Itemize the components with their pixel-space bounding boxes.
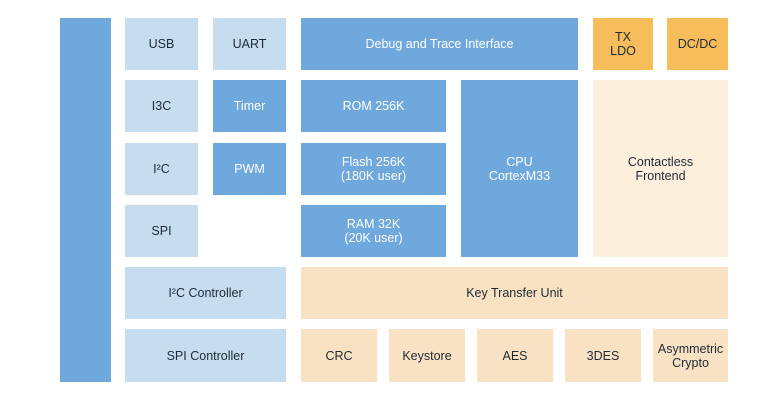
- pwm-block: PWM: [213, 143, 286, 195]
- aes-block: AES: [477, 329, 553, 382]
- tx-ldo-block: TX LDO: [593, 18, 653, 70]
- i3c-block: I3C: [125, 80, 198, 132]
- cpu-block: CPU CortexM33: [461, 80, 578, 257]
- uart-block: UART: [213, 18, 286, 70]
- timer-block: Timer: [213, 80, 286, 132]
- usb-block: USB: [125, 18, 198, 70]
- i2c-block: I²C: [125, 143, 198, 195]
- system-bus-bar: [60, 18, 111, 382]
- keystore-block: Keystore: [389, 329, 465, 382]
- dcdc-block: DC/DC: [667, 18, 728, 70]
- asymmetric-crypto-block: Asymmetric Crypto: [653, 329, 728, 382]
- spi-controller-block: SPI Controller: [125, 329, 286, 382]
- rom-block: ROM 256K: [301, 80, 446, 132]
- crc-block: CRC: [301, 329, 377, 382]
- key-transfer-unit-block: Key Transfer Unit: [301, 267, 728, 319]
- i2c-controller-block: I²C Controller: [125, 267, 286, 319]
- contactless-frontend-block: Contactless Frontend: [593, 80, 728, 257]
- debug-trace-block: Debug and Trace Interface: [301, 18, 578, 70]
- 3des-block: 3DES: [565, 329, 641, 382]
- spi-block: SPI: [125, 205, 198, 257]
- ram-block: RAM 32K (20K user): [301, 205, 446, 257]
- flash-block: Flash 256K (180K user): [301, 143, 446, 195]
